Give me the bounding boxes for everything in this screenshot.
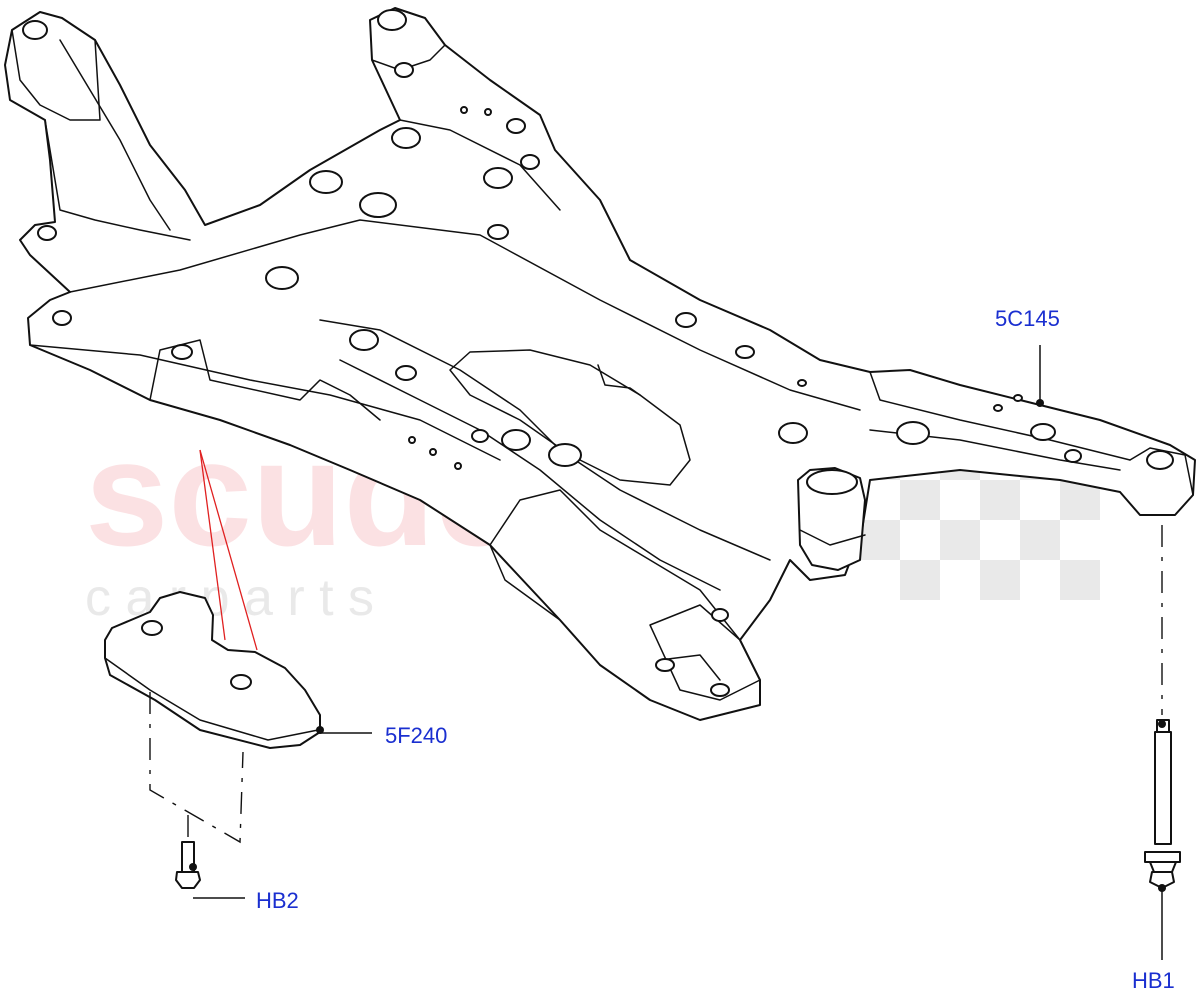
mount-hole — [171, 344, 193, 360]
mount-hole — [655, 658, 675, 672]
mount-hole — [377, 9, 407, 31]
mount-hole — [487, 224, 509, 240]
mount-hole — [797, 379, 807, 387]
mount-hole — [349, 329, 379, 351]
mount-hole — [484, 108, 492, 116]
mount-hole — [394, 62, 414, 78]
mount-hole — [520, 154, 540, 170]
mount-hole — [429, 448, 437, 456]
mount-hole — [391, 127, 421, 149]
callout-5f240: 5F240 — [385, 723, 447, 748]
shield-callout-dot — [316, 726, 324, 734]
watermark-tagline: c a r p a r t s — [85, 569, 374, 627]
mount-hole — [710, 683, 730, 697]
mount-hole — [1013, 394, 1023, 402]
mount-hole — [1146, 450, 1174, 470]
mount-hole — [506, 118, 526, 134]
mount-hole — [309, 170, 343, 194]
mount-hole — [548, 443, 582, 467]
bolt-hb2 — [175, 841, 201, 889]
callout-5c145: 5C145 — [995, 306, 1060, 331]
mount-hole — [454, 462, 462, 470]
shield-guide-lines — [199, 449, 258, 651]
subframe-mount-holes — [22, 9, 1174, 697]
callout-hb2: HB2 — [256, 888, 299, 913]
mount-hole — [711, 608, 729, 622]
front-subframe — [4, 7, 1196, 721]
mount-hole — [265, 266, 299, 290]
mount-hole — [675, 312, 697, 328]
heat-shield — [104, 591, 324, 749]
mount-hole — [22, 20, 48, 40]
mount-hole — [52, 310, 72, 326]
shield-hole — [230, 674, 252, 690]
mount-hole — [501, 429, 531, 451]
shield-hole — [141, 620, 163, 636]
mount-hole — [896, 421, 930, 445]
callout-leaders — [193, 345, 1163, 960]
mount-hole — [460, 106, 468, 114]
mount-hole — [471, 429, 489, 443]
mount-hole — [993, 404, 1003, 412]
mount-hole — [408, 436, 416, 444]
mount-hole — [1030, 423, 1056, 441]
mount-hole — [1064, 449, 1082, 463]
mount-hole — [359, 192, 397, 218]
bolt-hb1 — [1144, 525, 1181, 892]
mount-hole — [483, 167, 513, 189]
callout-hb1: HB1 — [1132, 968, 1175, 993]
mount-hole — [395, 365, 417, 381]
mount-hole — [37, 225, 57, 241]
shield-alignment-lines — [149, 692, 244, 845]
mount-hole — [735, 345, 755, 359]
mount-hole — [778, 422, 808, 444]
